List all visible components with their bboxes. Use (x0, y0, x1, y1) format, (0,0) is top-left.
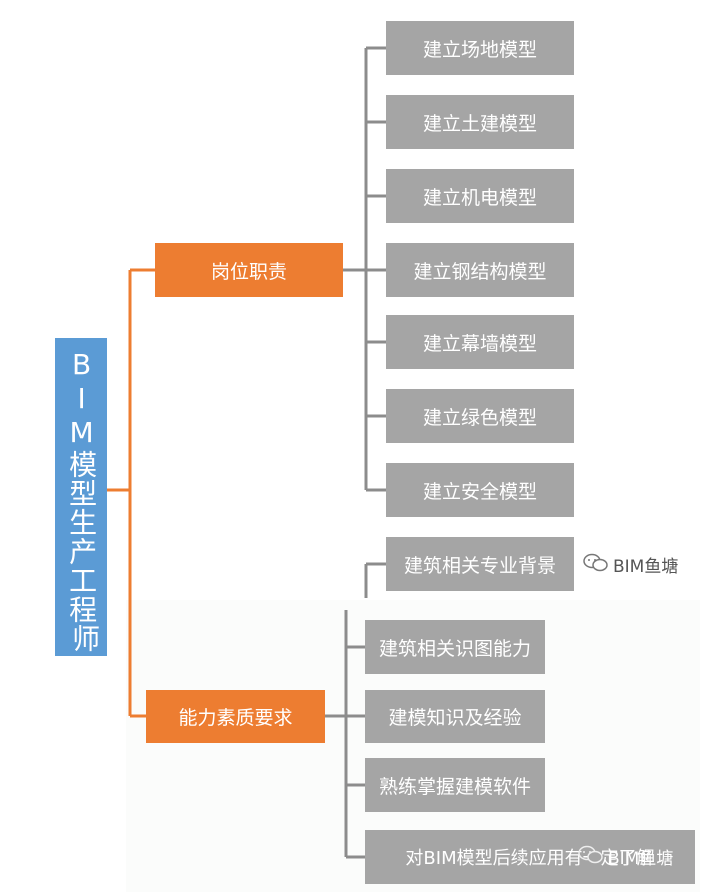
leaf-label: 建模知识及经验 (388, 707, 522, 729)
leaf-label: 建立机电模型 (422, 186, 537, 209)
root-label-continued: 师 (68, 624, 102, 653)
branch-node-requirements: 能力素质要求 (146, 690, 325, 743)
watermark-text: BIM鱼塘 (613, 557, 679, 577)
leaf-node: 对BIM模型后续应用有一定了解 (365, 830, 695, 884)
branch-label: 岗位职责 (210, 260, 287, 283)
leaf-label: 建立土建模型 (422, 112, 537, 135)
leaf-node: 建立幕墙模型 (386, 315, 574, 369)
wechat-icon (578, 845, 604, 869)
leaf-label: 建立安全模型 (422, 480, 537, 503)
leaf-label: 建立绿色模型 (422, 406, 537, 429)
branch-node-duties: 岗位职责 (155, 243, 343, 297)
leaf-node: 建立土建模型 (386, 95, 574, 149)
watermark: BIM鱼塘 (583, 552, 678, 577)
leaf-label: 熟练掌握建模软件 (378, 775, 531, 798)
root-node: BIM模型生产工程 师 (55, 338, 107, 656)
leaf-label: 建立钢结构模型 (413, 260, 547, 283)
leaf-label: 建筑相关专业背景 (403, 554, 556, 577)
branch-label: 能力素质要求 (178, 707, 293, 729)
leaf-node: 建立机电模型 (386, 169, 574, 223)
leaf-node: 建立钢结构模型 (386, 243, 574, 297)
leaf-node: 建模知识及经验 (365, 690, 545, 743)
leaf-node: 建立绿色模型 (386, 389, 574, 443)
leaf-label: 建立幕墙模型 (422, 332, 537, 355)
leaf-node: 建筑相关识图能力 (365, 620, 545, 674)
leaf-label: 建筑相关识图能力 (378, 637, 531, 660)
wechat-icon (583, 553, 609, 577)
watermark: BIM鱼塘 (578, 844, 673, 869)
leaf-node: 建立场地模型 (386, 21, 574, 75)
leaf-label: 建立场地模型 (422, 38, 537, 61)
watermark-text: BIM鱼塘 (608, 849, 674, 869)
leaf-node: 建立安全模型 (386, 463, 574, 517)
leaf-node: 熟练掌握建模软件 (365, 758, 545, 812)
leaf-node: 建筑相关专业背景 (386, 537, 574, 591)
root-label: BIM模型生产工程 (65, 348, 99, 624)
